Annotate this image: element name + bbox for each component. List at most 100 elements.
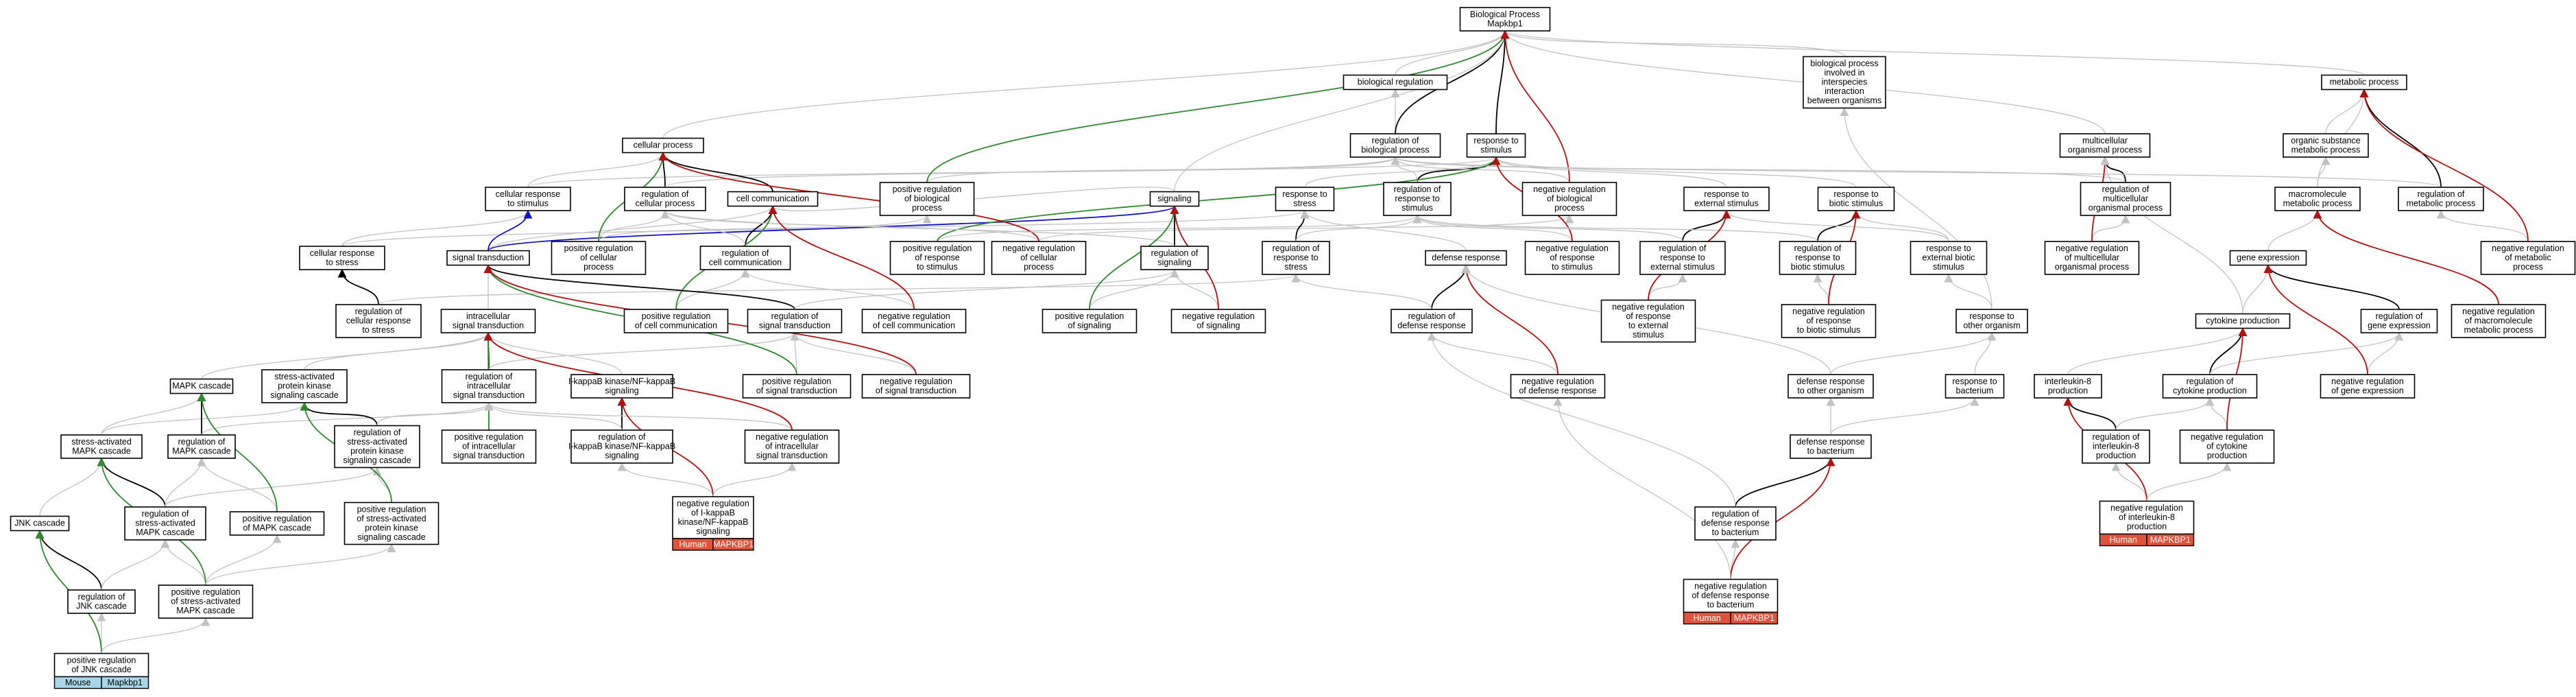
go-term-node-sigtrans[interactable]: signal transduction bbox=[446, 250, 530, 266]
edge-samapk-to-sapk bbox=[101, 401, 309, 436]
go-term-node-geneexp[interactable]: gene expression bbox=[2229, 250, 2307, 266]
edge-respstress-to-respstim bbox=[1304, 156, 1501, 188]
go-term-box bbox=[1694, 506, 1777, 541]
go-term-node-cytprod[interactable]: cytokine production bbox=[2195, 313, 2291, 329]
go-term-node-jnk[interactable]: JNK cascade bbox=[10, 515, 70, 532]
go-term-label: signal transduction bbox=[453, 253, 524, 263]
go-term-node-defresp[interactable]: defense response bbox=[1425, 250, 1507, 266]
edge-sigtrans-to-signaling bbox=[487, 205, 1179, 252]
go-term-node-cellcomm[interactable]: cell communication bbox=[727, 191, 819, 207]
go-term-box bbox=[1459, 7, 1551, 32]
go-term-node-metab[interactable]: metabolic process bbox=[2321, 74, 2407, 91]
go-term-node-biolreg[interactable]: biological regulation bbox=[1343, 74, 1448, 91]
go-term-node-mapk[interactable]: MAPK cascade bbox=[169, 378, 234, 394]
go-term-box bbox=[169, 378, 234, 394]
go-term-label: MAPK cascade bbox=[172, 381, 231, 391]
species-label: Human bbox=[1694, 613, 1721, 623]
go-term-box bbox=[60, 434, 143, 459]
go-term-node-signaling[interactable]: signaling bbox=[1149, 191, 1200, 207]
edge-jnk-to-samapk bbox=[39, 457, 106, 517]
go-term-box bbox=[441, 369, 537, 403]
go-term-node-cellproc[interactable]: cellular process bbox=[622, 137, 704, 154]
species-label: Human bbox=[2110, 535, 2137, 545]
